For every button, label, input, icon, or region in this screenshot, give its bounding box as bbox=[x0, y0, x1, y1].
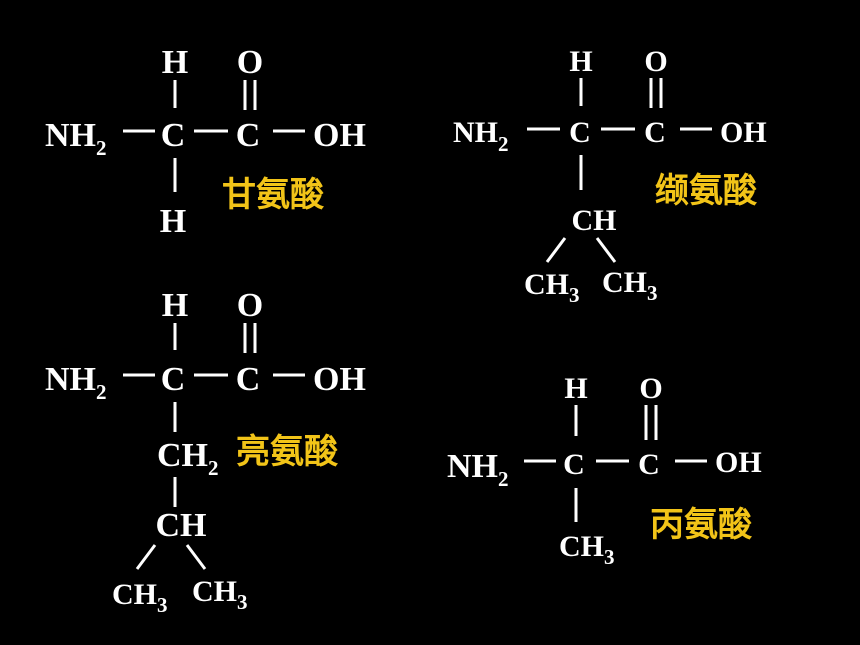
valine-methyl-a: CH3 bbox=[524, 268, 580, 307]
glycine-h-top: H bbox=[162, 44, 188, 81]
alanine-c-alpha: C bbox=[563, 448, 585, 481]
glycine-hydroxyl: OH bbox=[313, 117, 366, 154]
leucine-c-alpha: C bbox=[161, 361, 186, 398]
alanine-amino-sub: 2 bbox=[498, 467, 509, 491]
leucine-methyl-a-sub: 3 bbox=[157, 593, 168, 617]
leucine-oxygen: O bbox=[237, 287, 263, 324]
glycine-name: 甘氨酸 bbox=[222, 175, 325, 215]
glycine-oxygen: O bbox=[237, 44, 263, 81]
valine-c-carboxyl: C bbox=[644, 116, 666, 149]
leucine-amino-sub: 2 bbox=[96, 380, 107, 404]
valine-name: 缬氨酸 bbox=[655, 171, 758, 211]
alanine-methyl: CH3 bbox=[559, 530, 615, 569]
alanine-oxygen: O bbox=[639, 372, 662, 405]
leucine-ch2: CH2 bbox=[157, 437, 219, 480]
valine-structure: H O NH2 C C OH CH CH3 CH3 缬氨酸 bbox=[453, 45, 767, 307]
leucine-h-top: H bbox=[162, 287, 188, 324]
valine-amino: NH2 bbox=[453, 116, 509, 156]
valine-bond-methyl-b bbox=[595, 237, 617, 263]
leucine-ch2-ch: CH bbox=[157, 437, 208, 474]
leucine-bond-methyl-a bbox=[135, 544, 157, 570]
valine-methyl-a-ch: CH bbox=[524, 268, 569, 301]
alanine-methyl-sub: 3 bbox=[604, 545, 615, 569]
leucine-methyl-b: CH3 bbox=[192, 575, 248, 614]
leucine-c-carboxyl: C bbox=[236, 361, 261, 398]
glycine-h-bottom: H bbox=[160, 203, 186, 240]
glycine-amino-nh: NH bbox=[45, 117, 96, 154]
alanine-methyl-ch: CH bbox=[559, 530, 604, 563]
leucine-amino: NH2 bbox=[45, 361, 107, 404]
glycine-amino: NH2 bbox=[45, 117, 107, 160]
alanine-structure: H O NH2 C C OH CH3 丙氨酸 bbox=[447, 372, 762, 569]
leucine-bond-methyl-b bbox=[185, 544, 207, 570]
valine-c-alpha: C bbox=[569, 116, 591, 149]
valine-bond-methyl-a bbox=[545, 237, 567, 263]
valine-methyl-a-sub: 3 bbox=[569, 283, 580, 307]
leucine-amino-nh: NH bbox=[45, 361, 96, 398]
valine-methyl-b-sub: 3 bbox=[647, 281, 658, 305]
valine-amino-sub: 2 bbox=[498, 132, 509, 156]
valine-h-top: H bbox=[569, 45, 592, 78]
leucine-structure: H O NH2 C C OH CH2 CH CH3 CH3 亮氨酸 bbox=[45, 287, 366, 617]
alanine-h-top: H bbox=[564, 372, 587, 405]
leucine-ch: CH bbox=[156, 507, 207, 544]
leucine-name: 亮氨酸 bbox=[236, 432, 339, 472]
leucine-hydroxyl: OH bbox=[313, 361, 366, 398]
alanine-c-carboxyl: C bbox=[638, 448, 660, 481]
leucine-methyl-a-ch: CH bbox=[112, 578, 157, 611]
valine-ch: CH bbox=[572, 204, 617, 237]
glycine-structure: H O NH2 C C OH H 甘氨酸 bbox=[45, 44, 366, 240]
alanine-hydroxyl: OH bbox=[715, 446, 762, 479]
alanine-amino-nh: NH bbox=[447, 448, 498, 485]
glycine-c-carboxyl: C bbox=[236, 117, 261, 154]
leucine-methyl-b-ch: CH bbox=[192, 575, 237, 608]
leucine-methyl-b-sub: 3 bbox=[237, 590, 248, 614]
alanine-amino: NH2 bbox=[447, 448, 509, 491]
glycine-amino-sub: 2 bbox=[96, 136, 107, 160]
valine-methyl-b-ch: CH bbox=[602, 266, 647, 299]
valine-hydroxyl: OH bbox=[720, 116, 767, 149]
valine-oxygen: O bbox=[644, 45, 667, 78]
valine-methyl-b: CH3 bbox=[602, 266, 658, 305]
leucine-ch2-sub: 2 bbox=[208, 456, 219, 480]
valine-amino-nh: NH bbox=[453, 116, 498, 149]
glycine-c-alpha: C bbox=[161, 117, 186, 154]
alanine-name: 丙氨酸 bbox=[650, 505, 753, 545]
leucine-methyl-a: CH3 bbox=[112, 578, 168, 617]
